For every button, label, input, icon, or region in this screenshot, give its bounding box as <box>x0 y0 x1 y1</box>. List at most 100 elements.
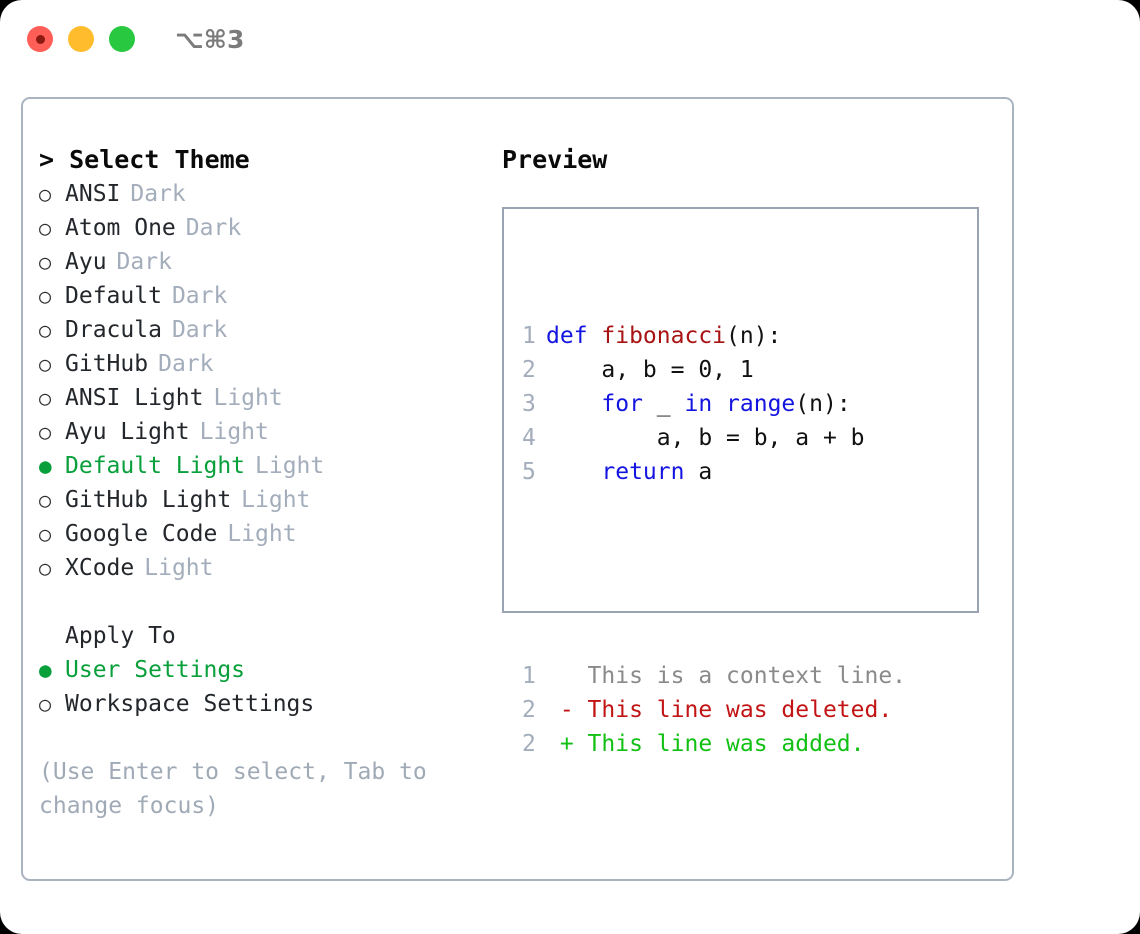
code-token <box>546 459 601 485</box>
zoom-button[interactable] <box>109 26 135 52</box>
list-spacer <box>39 585 489 619</box>
theme-option-8[interactable]: ● Default Light Light <box>39 449 489 483</box>
code-token: This is a context line. <box>546 663 907 689</box>
theme-option-label: XCode <box>65 555 135 581</box>
line-number: 2 <box>522 697 536 723</box>
theme-option-tag: Dark <box>130 181 186 207</box>
apply-to-option-label: Workspace Settings <box>65 691 315 717</box>
apply-to-option-1[interactable]: ○ Workspace Settings <box>39 687 489 721</box>
diff-line-1: 2 - This line was deleted. <box>522 693 906 727</box>
code-token: fibonacci <box>601 323 727 349</box>
radio-empty-icon: ○ <box>39 352 52 376</box>
line-number: 5 <box>522 459 536 485</box>
radio-empty-icon: ○ <box>39 692 52 716</box>
preview-title: Preview <box>502 145 608 174</box>
theme-option-tag: Dark <box>171 283 228 309</box>
diff-line-2: 2 + This line was added. <box>522 727 906 761</box>
code-token: (n): <box>795 391 851 417</box>
theme-option-label: Dracula <box>65 317 162 343</box>
line-number: 1 <box>522 323 536 349</box>
theme-option-1[interactable]: ○ Atom One Dark <box>39 211 489 245</box>
close-button[interactable] <box>27 26 53 52</box>
code-line-3: 4 a, b = b, a + b <box>522 421 906 455</box>
code-line-2: 3 for _ in range(n): <box>522 387 906 421</box>
theme-option-tag: Light <box>199 419 269 445</box>
code-line-4: 5 return a <box>522 455 906 489</box>
theme-option-2[interactable]: ○ Ayu Dark <box>39 245 489 279</box>
line-number: 1 <box>522 663 536 689</box>
theme-option-label: ANSI <box>65 181 121 207</box>
code-diff-gap <box>522 557 906 591</box>
apply-to-option-label: User Settings <box>65 657 246 683</box>
code-token <box>546 391 601 417</box>
code-token <box>712 391 726 417</box>
theme-option-tag: Dark <box>116 249 172 275</box>
keyboard-shortcut-label: ⌥⌘3 <box>175 24 245 54</box>
radio-empty-icon: ○ <box>39 488 52 512</box>
theme-option-label: Ayu <box>65 249 107 275</box>
theme-option-tag: Light <box>227 521 297 547</box>
radio-empty-icon: ○ <box>39 420 52 444</box>
theme-option-label: ANSI Light <box>65 385 204 411</box>
select-theme-header: > Select Theme <box>39 145 250 174</box>
code-token: def <box>546 323 602 349</box>
code-token: for <box>601 391 643 417</box>
line-number: 2 <box>522 731 536 757</box>
theme-option-label: GitHub <box>65 351 149 377</box>
line-number: 2 <box>522 357 536 383</box>
theme-option-3[interactable]: ○ Default Dark <box>39 279 489 313</box>
apply-to-option-0[interactable]: ● User Settings <box>39 653 489 687</box>
theme-option-tag: Dark <box>158 351 214 377</box>
minimize-button[interactable] <box>68 26 94 52</box>
theme-option-5[interactable]: ○ GitHub Dark <box>39 347 489 381</box>
radio-empty-icon: ○ <box>39 182 52 206</box>
radio-empty-icon: ○ <box>39 318 52 342</box>
theme-option-tag: Light <box>241 487 311 513</box>
radio-empty-icon: ○ <box>39 556 52 580</box>
code-token: a, b = b, a + b <box>546 425 865 451</box>
code-token: (n): <box>726 323 782 349</box>
theme-option-9[interactable]: ○ GitHub Light Light <box>39 483 489 517</box>
diff-line-0: 1 This is a context line. <box>522 659 906 693</box>
code-token: _ <box>642 391 685 417</box>
theme-option-tag: Dark <box>171 317 228 343</box>
radio-selected-icon: ● <box>39 658 52 682</box>
radio-empty-icon: ○ <box>39 216 52 240</box>
diff-block: 1 This is a context line.2 - This line w… <box>522 659 906 761</box>
code-token: + This line was added. <box>546 731 865 757</box>
theme-option-tag: Light <box>255 453 325 479</box>
theme-option-label: Default <box>65 283 162 309</box>
code-token: in <box>684 391 713 417</box>
code-line-1: 2 a, b = 0, 1 <box>522 353 906 387</box>
code-token: range <box>726 391 796 417</box>
radio-empty-icon: ○ <box>39 250 52 274</box>
theme-option-tag: Dark <box>185 215 242 241</box>
radio-empty-icon: ○ <box>39 522 52 546</box>
radio-empty-icon: ○ <box>39 386 52 410</box>
apply-to-label: Apply To <box>65 623 176 649</box>
theme-option-label: Default Light <box>65 453 246 479</box>
title-bar: ⌥⌘3 <box>0 0 1140 78</box>
line-number: 3 <box>522 391 536 417</box>
apply-to-list[interactable]: ● User Settings ○ Workspace Settings <box>39 653 489 721</box>
theme-option-label: Atom One <box>65 215 176 241</box>
theme-option-0[interactable]: ○ ANSI Dark <box>39 177 489 211</box>
code-token: - This line was deleted. <box>546 697 893 723</box>
theme-option-4[interactable]: ○ Dracula Dark <box>39 313 489 347</box>
code-line-0: 1 def fibonacci(n): <box>522 319 906 353</box>
code-token: return <box>601 459 685 485</box>
radio-empty-icon: ○ <box>39 284 52 308</box>
radio-selected-icon: ● <box>39 454 52 478</box>
theme-option-label: GitHub Light <box>65 487 232 513</box>
